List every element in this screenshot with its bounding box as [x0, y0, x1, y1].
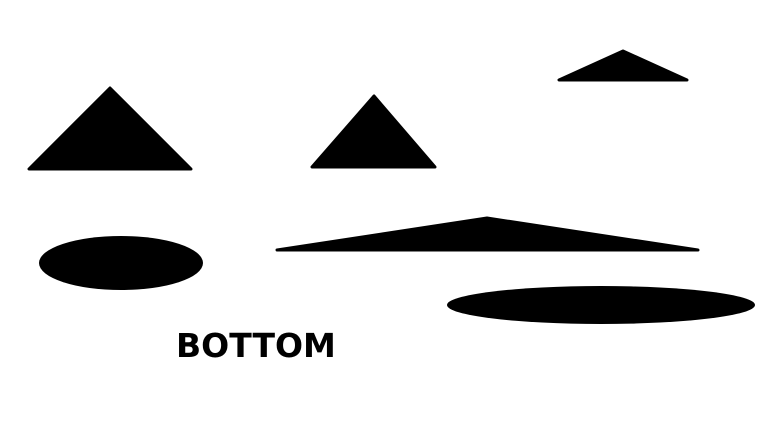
triangle-left [27, 86, 193, 171]
triangle-long-flat [275, 216, 700, 252]
ellipse-bottom-right [447, 286, 755, 324]
ellipse-left [39, 236, 203, 290]
triangle-top-right-flat [557, 49, 689, 82]
caption-text: BOTTOM [176, 326, 336, 365]
triangle-middle [310, 94, 437, 169]
